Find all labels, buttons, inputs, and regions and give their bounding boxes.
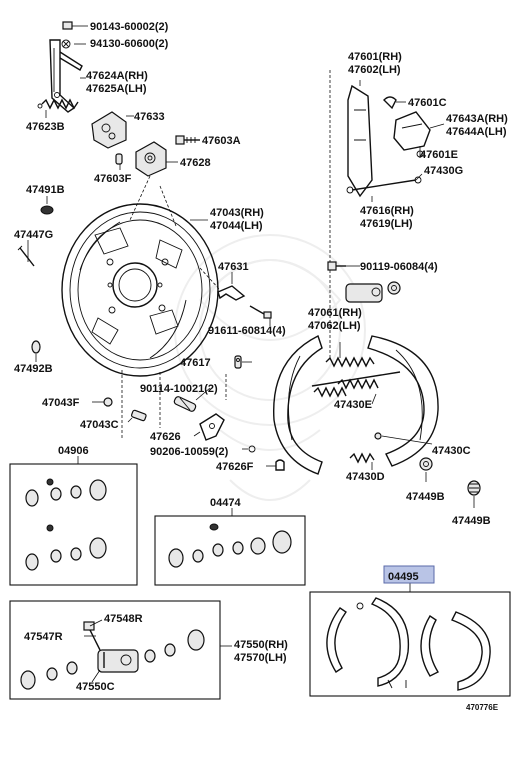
bolt-47043F [103,397,113,407]
label-90119: 90119-06084(4) [360,261,438,273]
rod-47430G [346,176,422,194]
adjusting-lever-47631 [217,285,246,301]
spring-47449B-2 [467,480,481,496]
label-kit-04474: 04474 [210,497,241,509]
label-90206: 90206-10059(2) [150,446,229,458]
bolt-90119 [327,261,346,271]
bolt-47043C [131,409,147,422]
pin-90114 [173,396,197,412]
screw-47603A [175,135,200,145]
footer-code: 470776E [466,703,499,712]
label-47449B-2: 47449B [452,515,491,527]
label-90143: 90143-60002(2) [90,21,169,33]
plug-47603F [115,153,123,165]
label-47550: 47550(RH) [234,639,288,651]
spring-47623B [37,98,79,110]
part-labels: 90143-60002(2) 94130-60600(2) 47624A(RH)… [14,21,508,712]
label-47601E: 47601E [420,149,458,161]
label-47430D: 47430D [346,471,385,483]
label-47601C: 47601C [408,97,447,109]
label-47644A: 47644A(LH) [446,126,507,138]
leader-lines [27,43,475,683]
label-47601: 47601(RH) [348,51,402,63]
kit-box-04906 [9,456,138,586]
label-47628: 47628 [180,157,211,169]
label-90114: 90114-10021(2) [140,383,218,395]
pin-47617 [234,355,242,369]
label-47624: 47624A(RH) [86,70,148,82]
adjuster-47643A [393,111,431,151]
label-47492B: 47492B [14,363,53,375]
pin-47430C [374,432,382,440]
brake-shoe-right [367,335,439,467]
wheel-cylinder [345,281,401,303]
watermark [174,234,366,501]
cup-47449B-1 [419,457,433,471]
label-47570: 47570(LH) [234,652,287,664]
label-47603A: 47603A [202,135,241,147]
label-47603F: 47603F [94,173,132,185]
label-47491B: 47491B [26,184,65,196]
label-47619: 47619(LH) [360,218,413,230]
washer-94130 [61,39,71,49]
strut-47633 [91,111,127,149]
label-47550C: 47550C [76,681,115,693]
kit-box-04474 [154,508,306,586]
label-47633: 47633 [134,111,165,123]
label-47631: 47631 [218,261,249,273]
pin-47447G [17,245,35,267]
label-47447G: 47447G [14,229,53,241]
label-47626: 47626 [150,431,181,443]
label-47043F: 47043F [42,397,80,409]
brake-shoe-left [273,335,323,475]
label-47430C: 47430C [432,445,471,457]
clip-90206 [248,445,256,453]
label-47061: 47061(RH) [308,307,362,319]
kit-box-04495 [309,583,511,697]
springs-47061 [311,356,401,398]
label-47043: 47043(RH) [210,207,264,219]
label-47449B-1: 47449B [406,491,445,503]
label-94130: 94130-60600(2) [90,38,169,50]
label-47547R: 47547R [24,631,63,643]
label-47044: 47044(LH) [210,220,263,232]
hole-plug-47492B [31,340,41,354]
label-47430E: 47430E [334,399,372,411]
label-47643A: 47643A(RH) [446,113,508,125]
label-47043C: 47043C [80,419,119,431]
bolt-91611 [249,305,272,319]
label-47623B: 47623B [26,121,65,133]
label-47602: 47602(LH) [348,64,401,76]
label-47616: 47616(RH) [360,205,414,217]
label-47548R: 47548R [104,613,143,625]
clip-47626F [275,459,285,471]
label-47626F: 47626F [216,461,254,473]
label-47625: 47625A(LH) [86,83,147,95]
label-47430G: 47430G [424,165,463,177]
plug-47491B [40,205,54,215]
bolt-90143 [62,21,88,30]
kit-04495-highlight [383,565,435,584]
backing-plate-47043 [61,203,219,377]
label-47062: 47062(LH) [308,320,361,332]
assembly-lines-left [121,175,227,440]
kit-box-wheel-cylinder [9,600,221,700]
clip-47601C [383,96,397,110]
lever-47626 [199,413,225,441]
label-47617: 47617 [180,357,211,369]
label-91611: 91611-60814(4) [208,325,286,337]
label-kit-04495: 04495 [388,571,419,583]
shoe-lever-47601 [347,84,373,198]
boot-47628 [135,141,167,177]
spring-47430D [349,452,375,464]
label-kit-04906: 04906 [58,445,89,457]
